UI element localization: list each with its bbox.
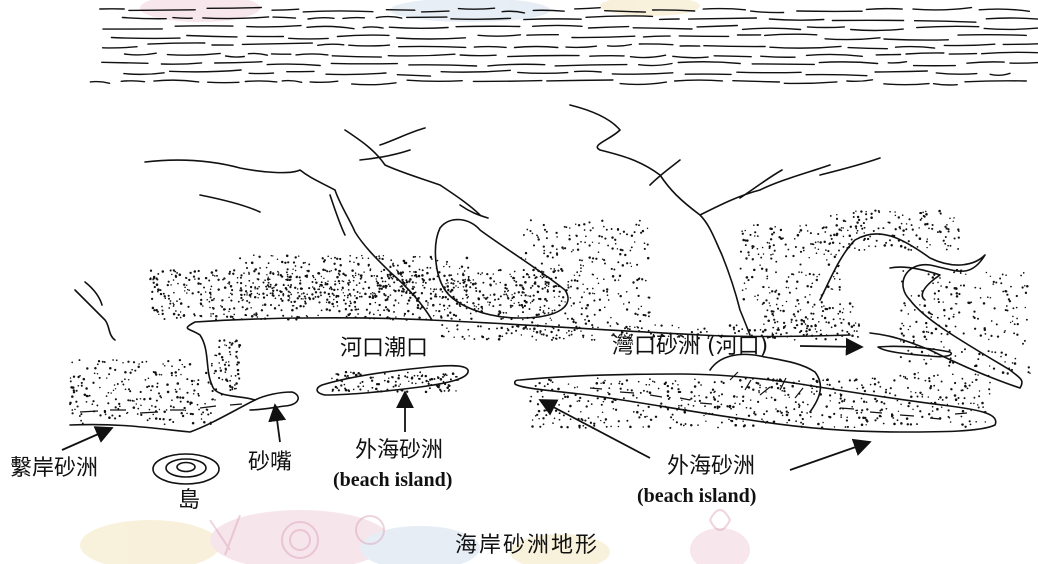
label-offshore-bar-right: 外海砂洲 xyxy=(667,454,756,479)
label-estuary: 河口潮口 xyxy=(340,336,429,361)
bay-mouth-bar xyxy=(877,345,952,358)
island-outline xyxy=(152,453,220,485)
label-offshore-bar-right-en: (beach island) xyxy=(637,485,757,507)
estuary-inlet xyxy=(434,218,569,319)
label-spit: 砂嘴 xyxy=(248,450,293,475)
arrow-spit xyxy=(268,403,287,443)
label-island: 島 xyxy=(178,488,201,513)
diagram-caption: 海岸砂洲地形 xyxy=(455,533,600,558)
arrow-offshore-right-right xyxy=(789,438,872,471)
label-offshore-bar-left: 外海砂洲 xyxy=(355,438,444,463)
spit xyxy=(249,391,299,411)
offshore-bar-right xyxy=(513,373,997,433)
lagoon xyxy=(819,233,1023,389)
arrow-bay-mouth xyxy=(799,337,864,356)
label-bay-mouth-bar: 灣口砂洲 (河口) xyxy=(612,334,769,359)
label-offshore-bar-left-en: (beach island) xyxy=(333,469,453,491)
river-1 xyxy=(144,159,433,321)
label-tied-bar: 繫岸砂洲 xyxy=(10,456,99,481)
arrow-offshore-right-left xyxy=(538,399,651,459)
arrow-tied-bar xyxy=(61,426,114,451)
